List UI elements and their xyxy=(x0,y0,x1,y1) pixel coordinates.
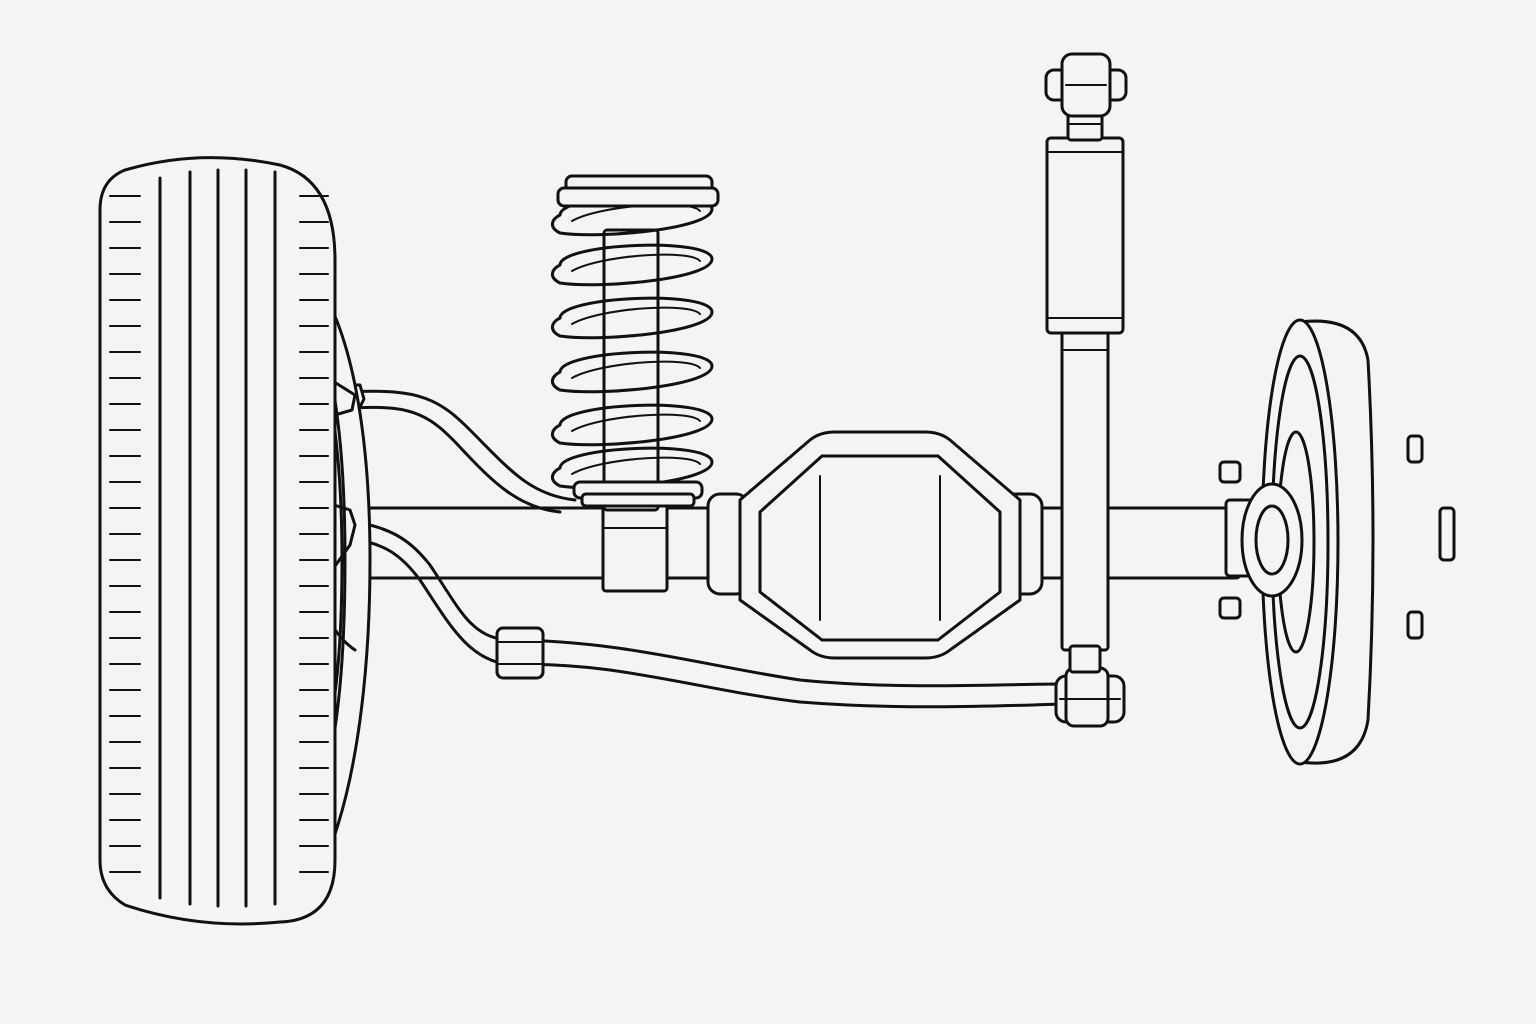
coil-spring xyxy=(551,174,720,512)
shock-absorber xyxy=(1044,52,1128,674)
shock-upper-body xyxy=(1045,136,1125,335)
lower-trailing-arm xyxy=(338,518,1126,728)
spring-seat-bracket xyxy=(601,503,669,593)
spring-coil xyxy=(551,403,714,447)
upper-shock-mount xyxy=(1044,52,1128,118)
tire xyxy=(98,156,372,926)
shock-lower-tube xyxy=(1060,328,1110,652)
spring-coil xyxy=(551,243,714,287)
differential-housing xyxy=(706,430,1044,660)
lug-nuts xyxy=(1218,434,1456,640)
spring-coil xyxy=(551,446,714,490)
spring-damper-rod xyxy=(602,228,660,512)
upper-trailing-arm xyxy=(340,383,577,514)
brake-drum-hub xyxy=(1218,318,1456,766)
spring-coil xyxy=(551,296,714,340)
spring-coil xyxy=(551,350,714,394)
arm-bushing xyxy=(495,626,545,680)
